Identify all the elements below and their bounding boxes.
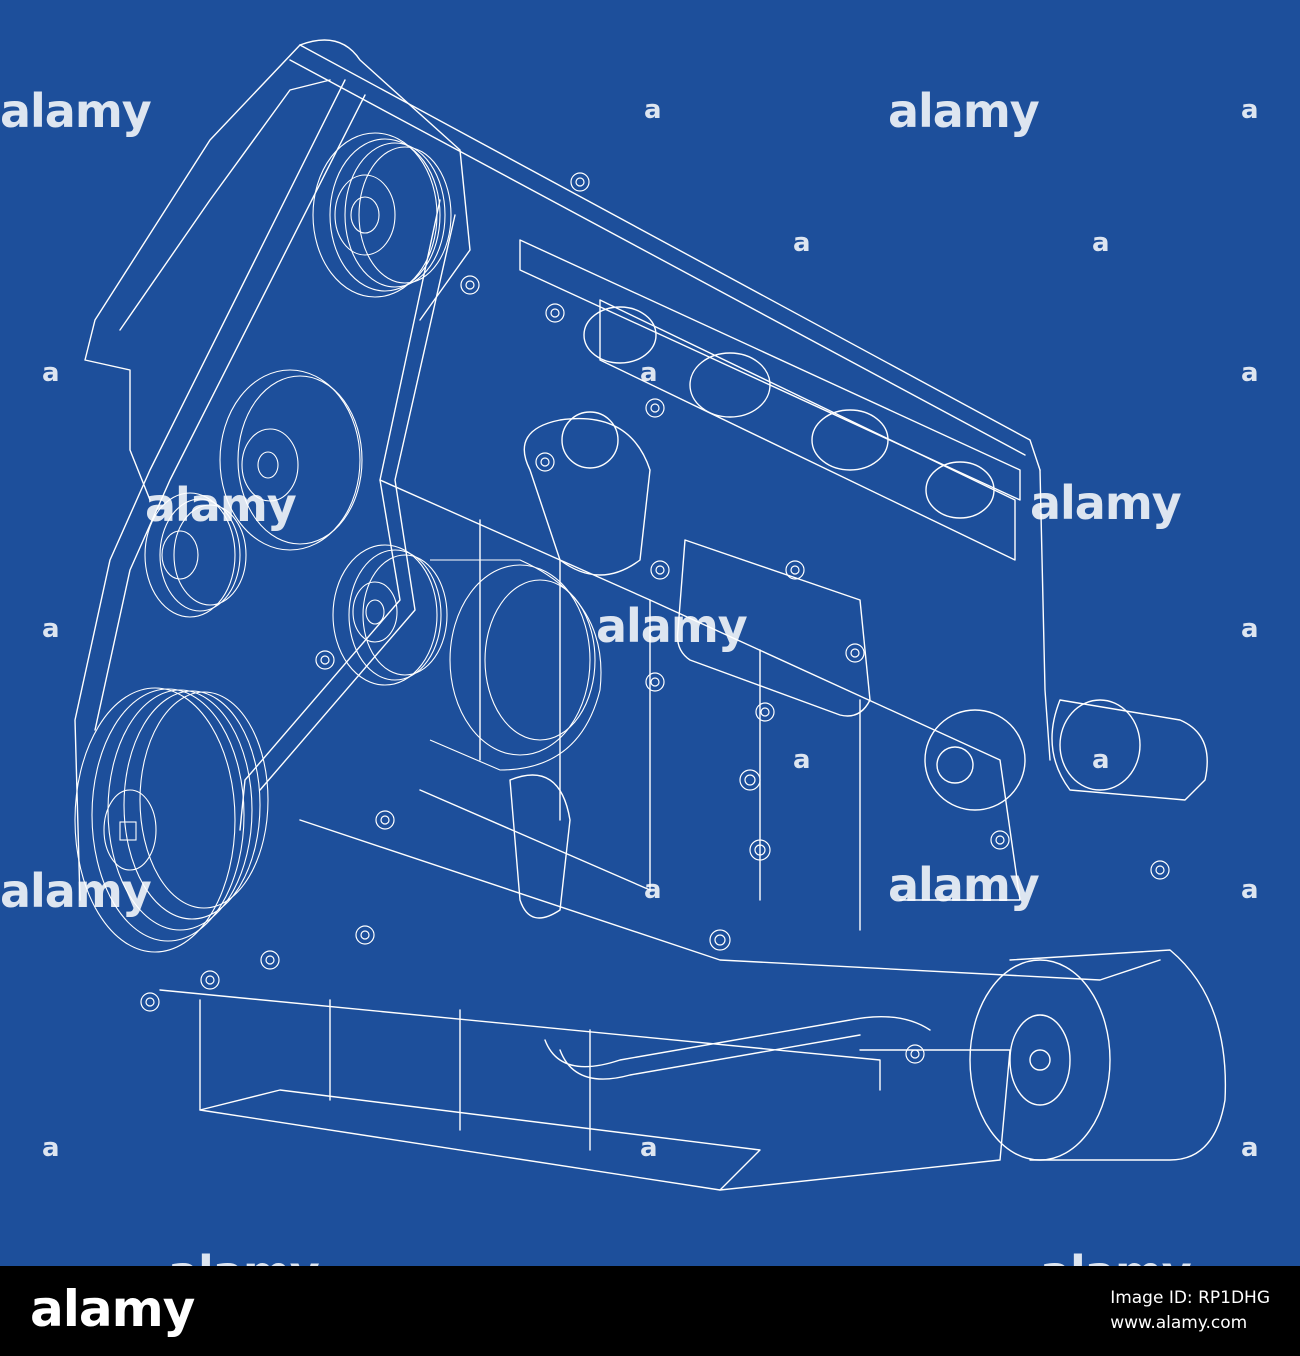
rear-cover — [1009, 949, 1227, 1161]
starter-solenoid — [924, 709, 1026, 811]
oil-pan-ribs — [329, 999, 591, 1151]
head-cover — [299, 39, 471, 321]
watermark-letter-10: a — [793, 745, 811, 775]
watermark-1: alamy — [0, 84, 152, 138]
watermark-2: alamy — [888, 84, 1040, 138]
watermark-letter-11: a — [1092, 745, 1110, 775]
watermark-letter-7: a — [1241, 358, 1259, 388]
footer-image-id: Image ID: RP1DHG — [1110, 1288, 1270, 1308]
watermark-8: alamy — [168, 1250, 320, 1266]
access-plate — [676, 539, 871, 717]
blueprint-canvas: alamy alamy alamy alamy alamy alamy alam… — [0, 0, 1300, 1266]
watermark-5: alamy — [596, 599, 748, 653]
block-ribs — [479, 519, 861, 931]
tensioner-pulley — [144, 492, 247, 618]
block-top-edge-2 — [289, 59, 1026, 456]
alternator-body — [429, 559, 602, 771]
block-right-side — [1039, 469, 1051, 761]
footer-bar: alamy Image ID: RP1DHG www.alamy.com — [0, 1266, 1300, 1356]
watermark-letter-4: a — [1092, 228, 1110, 258]
rear-drum-hub — [1009, 1014, 1071, 1106]
footer-image-info: Image ID: RP1DHG www.alamy.com — [1110, 1286, 1270, 1335]
belt-right-2 — [259, 214, 456, 791]
block-mid — [649, 599, 1021, 901]
oil-pan-flange — [159, 989, 881, 1091]
watermark-letter-8: a — [42, 614, 60, 644]
intake-rail — [519, 239, 1021, 501]
alternator-pulley — [332, 544, 448, 686]
port-2 — [811, 409, 889, 471]
footer-site-url: www.alamy.com — [1110, 1312, 1248, 1333]
pump-neck — [561, 411, 619, 469]
watermark-6: alamy — [0, 864, 152, 918]
port-1 — [689, 352, 771, 418]
starter-body — [1051, 699, 1208, 801]
watermark-letter-1: a — [644, 95, 662, 125]
oil-pan-base — [199, 1089, 761, 1191]
lower-hose — [544, 1016, 931, 1068]
watermark-letter-5: a — [42, 358, 60, 388]
rear-drum-bolt — [1029, 1049, 1051, 1071]
watermark-letter-6: a — [640, 358, 658, 388]
block-front — [379, 479, 651, 891]
watermark-9: alamy — [1040, 1250, 1192, 1266]
footer-logo: alamy — [30, 1280, 195, 1338]
block-top-edge — [299, 44, 1041, 471]
timing-cover-left — [84, 44, 301, 501]
watermark-7: alamy — [888, 858, 1040, 912]
watermark-3: alamy — [145, 478, 297, 532]
pulleys — [74, 132, 1170, 1064]
timing-cover-inner — [119, 79, 331, 331]
engine-wireframe-drawing — [0, 0, 1300, 1266]
bolts — [140, 172, 1170, 1064]
crank-pulley — [74, 687, 269, 953]
belt-left — [74, 79, 346, 901]
watermark-letter-12: a — [644, 875, 662, 905]
oil-pan — [199, 999, 1011, 1191]
idler-pulley — [219, 369, 363, 551]
starter-cap — [1059, 699, 1141, 791]
manifold-flange — [599, 299, 1016, 561]
block-lower — [299, 819, 1161, 981]
watermark-4: alamy — [1030, 476, 1182, 530]
pump-housing — [523, 417, 651, 576]
watermark-letter-14: a — [42, 1133, 60, 1163]
top-pulley — [312, 132, 452, 298]
starter-solenoid-inner — [936, 746, 974, 784]
lower-hose-2 — [559, 1034, 861, 1080]
watermark-letter-2: a — [1241, 95, 1259, 125]
port-3 — [925, 461, 995, 519]
watermark-letter-15: a — [640, 1133, 658, 1163]
watermark-letter-13: a — [1241, 875, 1259, 905]
port-4 — [583, 306, 657, 364]
watermark-letter-16: a — [1241, 1133, 1259, 1163]
watermark-letter-3: a — [793, 228, 811, 258]
thermostat — [509, 774, 571, 919]
watermark-letter-9: a — [1241, 614, 1259, 644]
engine-lines — [74, 39, 1227, 1191]
